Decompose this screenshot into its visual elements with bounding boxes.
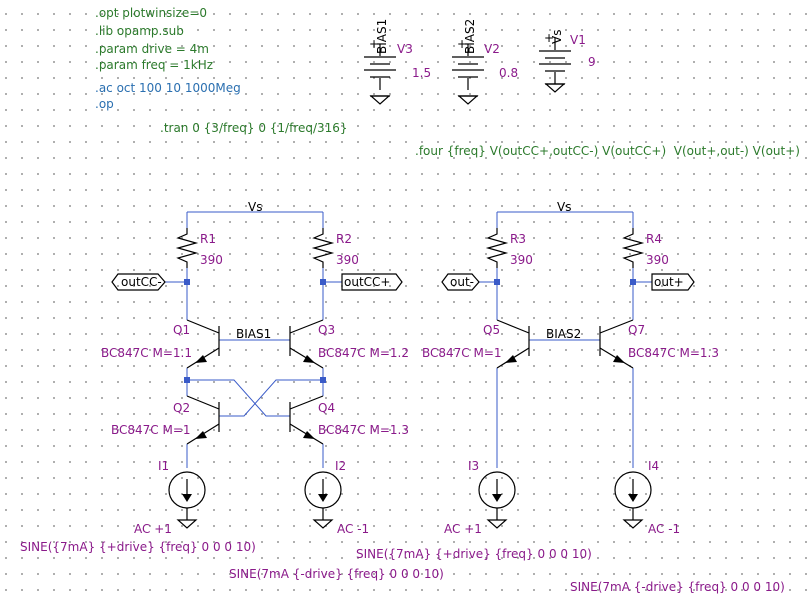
q3-name: Q3 [318,323,336,337]
voltage-source-v2[interactable] [452,44,484,105]
i3-sine: SINE({7mA} {+drive} {freq} 0 0 0 10) [356,547,592,561]
r3-name: R3 [510,232,526,246]
current-source-i2[interactable] [304,471,342,529]
v2-net-label: BIAS2 [463,19,477,54]
transistor-q4[interactable] [289,395,324,445]
outcc-plus-label: outCC+ [344,275,391,289]
voltage-source-v1[interactable] [539,38,571,93]
resistor-r1[interactable] [175,228,199,268]
directive-param-drive[interactable]: .param drive = 4m [95,42,209,56]
right-circuit-wires [479,211,652,468]
r1-value: 390 [200,253,223,267]
r2-value: 390 [336,253,359,267]
i3-name: I3 [468,459,480,473]
directive-ac[interactable]: .ac oct 100 10 1000Meg [95,81,241,95]
left-vs-label: Vs [248,200,263,214]
v1-plus: + [544,31,555,45]
q7-name: Q7 [628,323,646,337]
outcc-minus-label: outCC- [121,275,162,289]
directive-opt[interactable]: .opt plotwinsize=0 [95,6,208,20]
net-flag-out-minus[interactable] [441,273,480,291]
left-circuit-wires [165,211,342,468]
v3-value: 1.5 [412,66,432,80]
q1-name: Q1 [173,323,191,337]
transistor-q2[interactable] [186,395,220,445]
q3-model: BC847C M=1.2 [318,346,409,360]
r2-name: R2 [336,232,352,246]
transistor-q7[interactable] [599,319,634,369]
transistor-q5[interactable] [496,319,530,369]
net-flag-out-plus[interactable] [651,273,695,291]
q1-model: BC847C M=1.1 [101,346,192,360]
right-vs-label: Vs [557,200,572,214]
directive-lib[interactable]: .lib opamp.sub [95,24,184,38]
v2-name: V2 [484,42,500,56]
i4-ac: AC -1 [648,522,681,536]
resistor-r4[interactable] [621,228,645,268]
directive-param-freq[interactable]: .param freq = 1kHz [95,58,214,72]
q2-name: Q2 [173,401,191,415]
current-source-i3[interactable] [478,471,516,529]
resistor-r2[interactable] [311,228,335,268]
v3-name: V3 [397,42,413,56]
i2-sine: SINE(7mA {-drive} {freq} 0 0 0 10) [229,567,444,581]
current-source-i1[interactable] [168,471,206,529]
r4-value: 390 [646,253,669,267]
i2-ac: AC -1 [337,522,370,536]
out-plus-label: out+ [654,275,684,289]
i4-name: I4 [648,459,660,473]
q5-name: Q5 [483,323,501,337]
i3-ac: AC +1 [444,522,482,536]
i4-sine: SINE(7mA {-drive} {freq} 0 0 0 10) [570,580,785,594]
i1-ac: AC +1 [134,522,172,536]
net-flag-outcc-minus[interactable] [111,273,166,291]
out-minus-label: out- [450,275,474,289]
q4-name: Q4 [318,401,336,415]
transistor-q3[interactable] [289,319,324,369]
bias1-net-label: BIAS1 [236,327,272,341]
net-flag-outcc-plus[interactable] [341,273,403,291]
i1-sine: SINE({7mA} {+drive} {freq} 0 0 0 10) [20,540,256,554]
q2-model: BC847C M=1 [111,423,191,437]
v1-name: V1 [570,33,586,47]
i1-name: I1 [158,459,170,473]
i2-name: I2 [335,459,347,473]
voltage-source-v3[interactable] [364,44,396,105]
directive-op[interactable]: .op [95,97,114,111]
q4-model: BC847C M=1.3 [318,423,409,437]
r1-name: R1 [200,232,216,246]
transistor-q1[interactable] [186,319,220,369]
v3-plus: + [369,37,380,51]
current-source-i4[interactable] [614,471,652,529]
v2-value: 0.8 [499,66,519,80]
r3-value: 390 [510,253,533,267]
v3-net-label: BIAS1 [375,19,389,54]
directive-four[interactable]: .four {freq} V(outCC+,outCC-) V(outCC+) … [415,144,800,158]
v2-plus: + [457,37,468,51]
v1-value: 9 [588,55,596,69]
q7-model: BC847C M=1.3 [628,346,719,360]
q5-model: BC847C M=1 [422,346,502,360]
directive-tran[interactable]: .tran 0 {3/freq} 0 {1/freq/316} [160,121,348,135]
bias2-net-label: BIAS2 [546,327,582,341]
r4-name: R4 [646,232,662,246]
v1-net-label: Vs [550,30,564,44]
resistor-r3[interactable] [485,228,509,268]
